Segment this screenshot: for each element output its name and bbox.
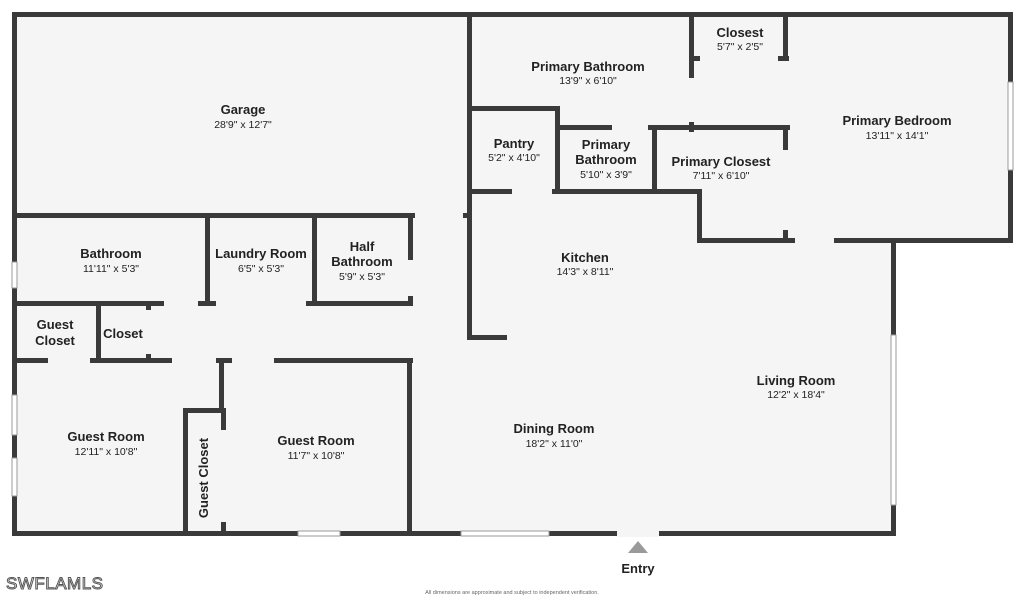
garage-name: Garage bbox=[221, 102, 266, 117]
half-bathroom-dim: 5'9" x 5'3" bbox=[339, 271, 385, 283]
guest-closet-2-name: Guest Closet bbox=[196, 437, 211, 518]
floor-fill bbox=[14, 14, 1012, 536]
laundry-room-dim: 6'5" x 5'3" bbox=[238, 263, 284, 275]
closet-top-name: Closest bbox=[717, 25, 765, 40]
entry-label: Entry bbox=[621, 561, 655, 576]
primary-bathroom-name: Primary Bathroom bbox=[531, 59, 644, 74]
room-labels: Garage 28'9" x 12'7" Primary Bathroom 13… bbox=[35, 25, 951, 576]
kitchen-name: Kitchen bbox=[561, 250, 609, 265]
guest-room-1-dim: 12'11" x 10'8" bbox=[75, 446, 138, 458]
primary-bathroom-2-dim: 5'10" x 3'9" bbox=[580, 169, 632, 181]
primary-closet-name: Primary Closest bbox=[672, 154, 772, 169]
living-room-dim: 12'2" x 18'4" bbox=[767, 389, 825, 401]
half-bathroom-name-1: Half bbox=[350, 239, 375, 254]
primary-bathroom-dim: 13'9" x 6'10" bbox=[559, 75, 617, 87]
primary-bedroom-dim: 13'11" x 14'1" bbox=[866, 130, 929, 142]
primary-bathroom-2-name-2: Bathroom bbox=[575, 152, 636, 167]
guest-closet-1-name-2: Closet bbox=[35, 333, 75, 348]
bathroom-name: Bathroom bbox=[80, 246, 141, 261]
laundry-room-name: Laundry Room bbox=[215, 246, 307, 261]
guest-room-2-dim: 11'7" x 10'8" bbox=[288, 450, 345, 462]
primary-closet-dim: 7'11" x 6'10" bbox=[693, 170, 750, 182]
living-room-name: Living Room bbox=[757, 373, 836, 388]
half-bathroom-name-2: Bathroom bbox=[331, 254, 392, 269]
openings bbox=[48, 55, 833, 537]
dining-room-dim: 18'2" x 11'0" bbox=[526, 438, 583, 450]
bathroom-dim: 11'11" x 5'3" bbox=[83, 263, 139, 275]
pantry-name: Pantry bbox=[494, 136, 535, 151]
pantry-dim: 5'2" x 4'10" bbox=[488, 152, 540, 164]
dining-room-name: Dining Room bbox=[514, 421, 595, 436]
guest-closet-1-name-1: Guest bbox=[37, 317, 75, 332]
watermark-logo: SWFLAMLS bbox=[6, 574, 104, 594]
windows bbox=[11, 81, 1014, 537]
walls bbox=[12, 12, 1013, 536]
garage-dim: 28'9" x 12'7" bbox=[214, 119, 272, 131]
primary-bathroom-2-name-1: Primary bbox=[582, 137, 631, 152]
kitchen-dim: 14'3" x 8'11" bbox=[557, 266, 614, 278]
entry-arrow-icon bbox=[628, 541, 648, 553]
closet-top-dim: 5'7" x 2'5" bbox=[717, 41, 763, 53]
primary-bedroom-name: Primary Bedroom bbox=[842, 113, 951, 128]
guest-room-2-name: Guest Room bbox=[277, 433, 354, 448]
disclaimer-text: All dimensions are approximate and subje… bbox=[425, 590, 599, 596]
guest-room-1-name: Guest Room bbox=[67, 429, 144, 444]
closet-small-name: Closet bbox=[103, 326, 143, 341]
